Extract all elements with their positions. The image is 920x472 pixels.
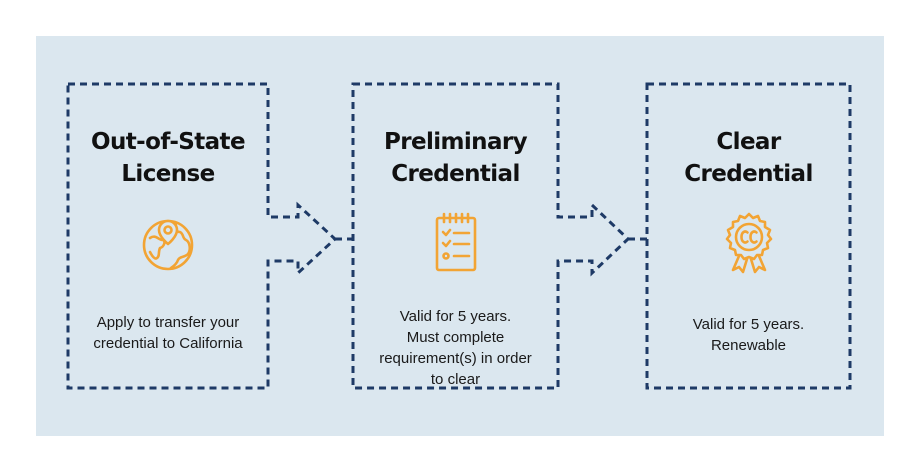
stage-box-preliminary-credential xyxy=(351,82,631,390)
stage-box-out-of-state-license xyxy=(66,82,338,390)
description-line: Apply to transfer your xyxy=(96,314,240,331)
stage-box-clear-credential xyxy=(645,82,852,390)
description-line: requirement(s) in order xyxy=(379,350,532,367)
stage-title: Preliminary Credential xyxy=(383,129,528,187)
description-line: to clear xyxy=(430,371,481,388)
award-ribbon-cc-icon xyxy=(725,212,772,274)
stage-description: Valid for 5 years. Renewable xyxy=(647,314,850,356)
stage-description: Apply to transfer your credential to Cal… xyxy=(68,312,268,354)
description-line: credential to California xyxy=(93,335,243,352)
stage-title: Clear Credential xyxy=(684,129,813,187)
stage-clear-credential: Clear Credential Valid for 5 years. Rene… xyxy=(647,84,850,388)
stage-description: Valid for 5 years. Must complete require… xyxy=(353,306,558,390)
stage-preliminary-credential: Preliminary Credential Valid for 5 years… xyxy=(353,84,558,388)
description-line: Valid for 5 years. xyxy=(692,316,805,333)
globe-with-location-pin-icon xyxy=(142,219,194,271)
diagram-panel xyxy=(36,36,884,436)
description-line: Renewable xyxy=(710,337,787,354)
stage-title: Out-of-State License xyxy=(91,129,245,187)
stage-out-of-state-license: Out-of-State License Apply to transfer y… xyxy=(68,84,268,388)
clipboard-checklist-icon xyxy=(435,212,476,272)
description-line: Must complete xyxy=(406,329,505,346)
description-line: Valid for 5 years. xyxy=(399,308,512,325)
